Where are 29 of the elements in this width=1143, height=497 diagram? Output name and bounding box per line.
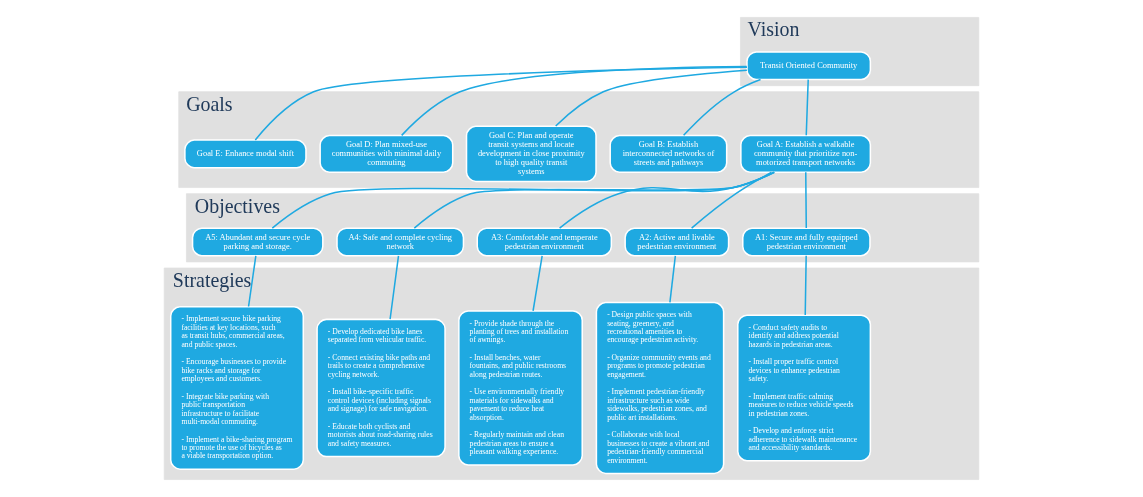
node-box: - Design public spaces with seating, greenery, and recreational amenities to encourage pedestrian activity. - Organize community events and programs to promote pedestrian engagement. - Implement pedestrian-friendly infrastructure such as wide sidewalks, pedestrian zones, and public art installations. - Collaborate with local businesses to create a vibrant and pedestrian-friendly commercial environment. — [595, 301, 725, 475]
connector — [805, 78, 809, 137]
connector — [254, 66, 748, 141]
node-box: A2: Active and livable pedestrian environment — [624, 227, 730, 257]
connector — [554, 69, 748, 127]
node-box: A3: Comfortable and temperate pedestrian environment — [476, 227, 613, 257]
node-box: Goal E: Enhance modal shift — [184, 139, 307, 169]
node-box: A5: Abundant and secure cycle parking and storage. — [191, 227, 324, 257]
connector — [247, 255, 257, 308]
node-box: - Implement secure bike parking facilities at key locations, such as transit hubs, commercial areas, and public spaces. - Encourage businesses to provide bike racks and storage for employees and customers. - Integrate bike parking with public transportation infrastructure to facilitate multi-modal commuting. - Implement a bike-sharing program to promote the use of bicycles as a viable transportation option. — [169, 305, 305, 470]
node-box: - Provide shade through the planting of trees and installation of awnings. - Install benches, water fountains, and public restrooms along pedestrian routes. - Use environmentally friendly materials for sidewalks and pavement to reduce heat absorption. - Regularly maintain and clean pedestrian areas to ensure a pleasant walking experience. — [458, 310, 583, 466]
connector — [690, 171, 772, 229]
connector — [669, 255, 677, 304]
connector — [532, 255, 543, 312]
connector — [805, 171, 808, 229]
node-box: Transit Oriented Community — [746, 51, 872, 81]
node-box: - Conduct safety audits to identify and address potential hazards in pedestrian areas. - Install proper traffic control devices to enhance pedestrian safety. - Implement traffic calming measures to reduce vehicle speeds in pedestrian zones. - Develop and enforce strict adherence to sidewalk maintenance and accessibility standards. — [737, 314, 872, 462]
node-box: - Develop dedicated bike lanes separated from vehicular traffic. - Connect existing bike paths and trails to create a comprehensive cycling network. - Install bike-specific traffic control devices (including signals and signage) for safe navigation. - Educate both cyclists and motorists about road-sharing rules and safety measures. — [316, 318, 446, 458]
node-box: A4: Safe and complete cycling network — [336, 227, 465, 257]
connector — [682, 78, 762, 137]
node-box: Goal D: Plan mixed-use communities with minimal daily commuting — [319, 134, 454, 173]
connector — [400, 65, 748, 137]
node-box: Goal B: Establish interconnected networks of streets and pathways — [609, 134, 728, 173]
connector — [389, 255, 400, 320]
node-box: Goal C: Plan and operate transit systems and locate development in close proximity to high quality transit systems — [465, 125, 597, 183]
node-box: A1: Secure and fully equipped pedestrian environment — [742, 227, 871, 257]
connector — [271, 171, 776, 229]
connector — [804, 255, 807, 316]
node-box: Goal A: Establish a walkable community that prioritize non-motorized transport networks — [740, 134, 872, 173]
